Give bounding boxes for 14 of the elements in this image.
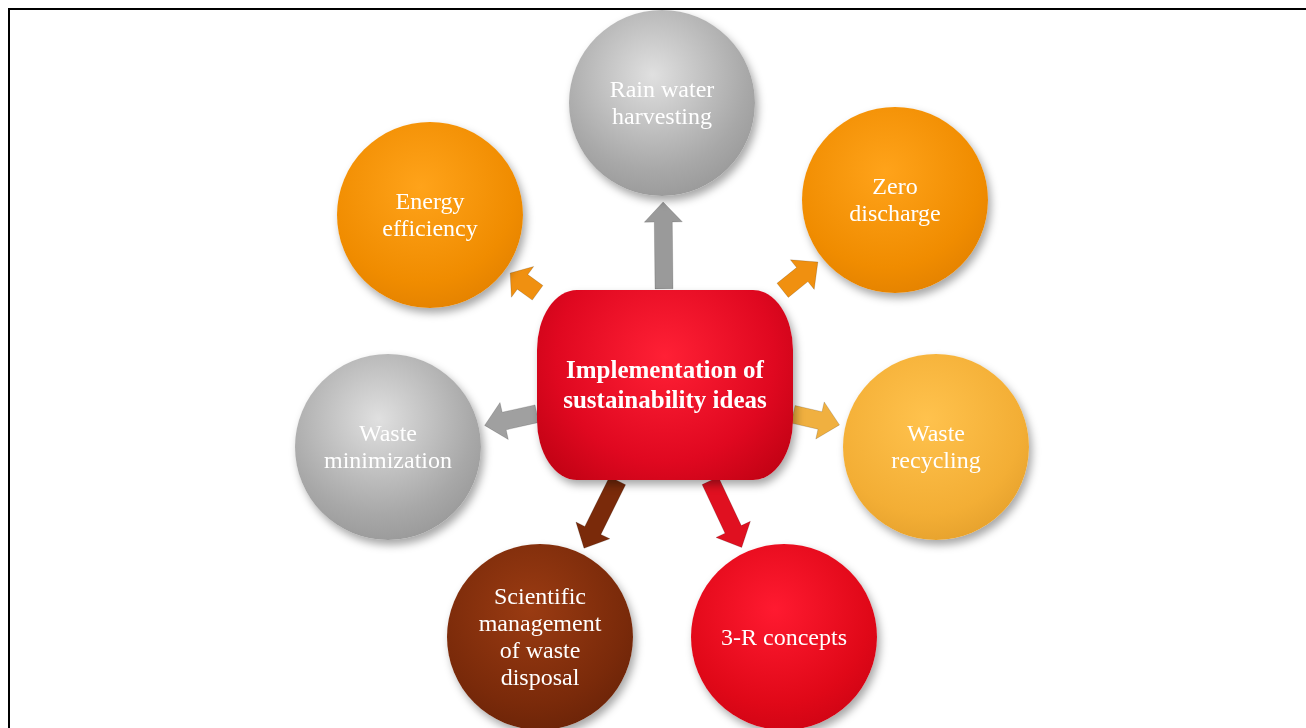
- circle-label: Scientific management of waste disposal: [477, 583, 603, 691]
- hub-box: [537, 290, 793, 480]
- block-arrow: [790, 401, 840, 440]
- block-arrow: [776, 259, 819, 298]
- hub-title: Implementation of sustainability ideas: [562, 355, 768, 415]
- circle-label: 3-R concepts: [721, 623, 847, 651]
- circle-label: Rain water harvesting: [608, 76, 716, 130]
- block-arrow: [484, 402, 540, 440]
- circle-node: [569, 10, 755, 196]
- circle-label: Energy efficiency: [381, 188, 479, 242]
- block-arrow: [509, 266, 544, 301]
- circle-label: Waste recycling: [890, 420, 982, 474]
- circle-label: Zero discharge: [848, 173, 942, 227]
- block-arrow: [643, 201, 683, 290]
